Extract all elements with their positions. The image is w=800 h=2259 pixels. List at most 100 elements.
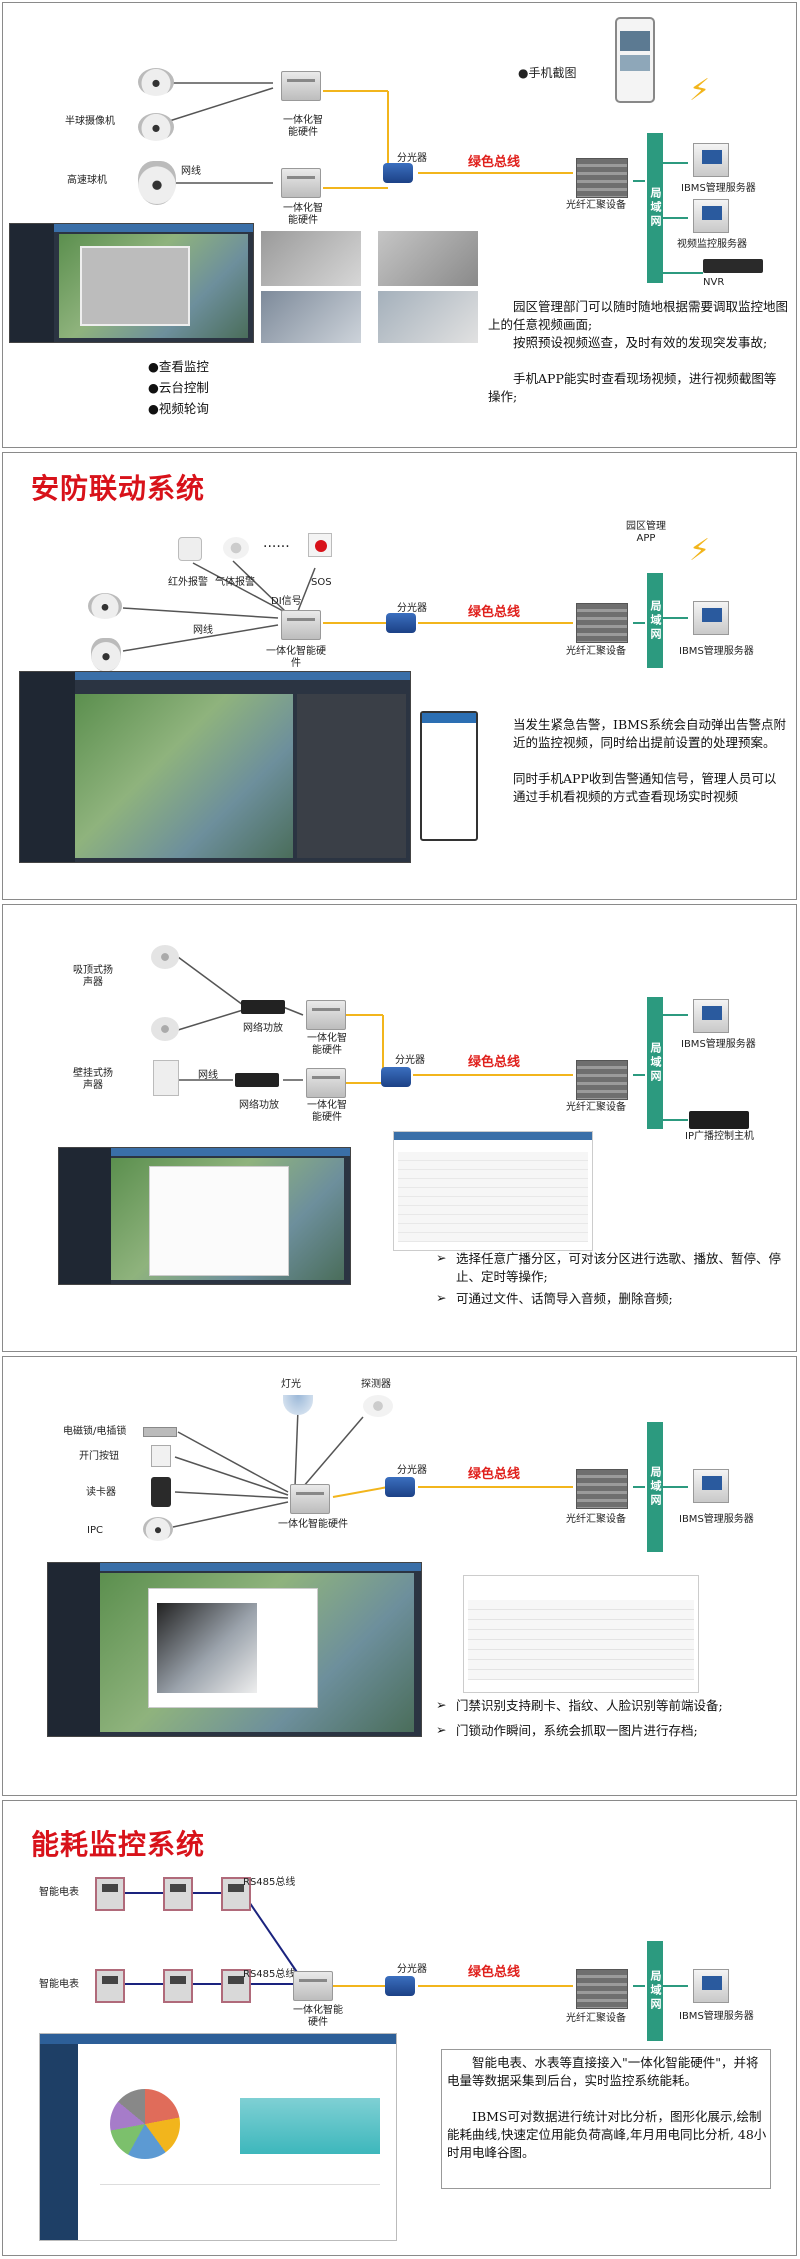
exit-button-label: 开门按钮 <box>79 1451 119 1462</box>
sos-button-icon <box>308 533 332 557</box>
bullet-text: 可通过文件、话筒导入音频，删除音频; <box>456 1291 673 1306</box>
ipc-camera-icon <box>143 1517 173 1541</box>
lightning-icon: ⚡ <box>689 73 711 108</box>
splitter-icon <box>385 1976 415 1996</box>
splitter-icon <box>383 163 413 183</box>
splitter-label: 分光器 <box>395 1055 425 1066</box>
camera-view-4 <box>378 291 478 343</box>
diagram-lines-2 <box>122 560 688 652</box>
wall-speaker-icon <box>153 1060 179 1096</box>
magnetic-lock-icon <box>143 1427 177 1437</box>
pie-chart-thumbnail <box>110 2089 180 2159</box>
video-server-icon <box>693 199 729 233</box>
lan-bar: 局域网 <box>647 133 663 283</box>
network-amplifier-icon <box>235 1073 279 1087</box>
splitter-label: 分光器 <box>397 603 427 614</box>
lan-bar: 局域网 <box>647 997 663 1129</box>
diagram-lines-4 <box>172 1408 688 1528</box>
feature-item: ●云台控制 <box>148 380 209 395</box>
description-paragraph: 同时手机APP收到告警通知信号，管理人员可以通过手机看视频的方式查看现场实时视频 <box>513 771 777 804</box>
fiber-switch-label: 光纤汇聚设备 <box>566 2013 626 2024</box>
rs485-bus-label: RS485总线 <box>243 1969 296 1980</box>
ceiling-speaker-icon <box>151 1017 179 1041</box>
ptz-camera-label: 高速球机 <box>67 175 107 186</box>
access-control-screenshot <box>47 1562 422 1737</box>
splitter-label: 分光器 <box>397 153 427 164</box>
feature-item: ●查看监控 <box>148 359 209 374</box>
monitor-screenshot-main <box>9 223 254 343</box>
green-bus-label: 绿色总线 <box>468 1055 521 1070</box>
fiber-switch-icon <box>576 158 628 198</box>
ptz-camera-icon <box>138 161 176 205</box>
lan-bar: 局域网 <box>647 573 663 668</box>
smart-meter-icon <box>163 1877 193 1911</box>
ibms-server-label: IBMS管理服务器 <box>679 2011 754 2022</box>
smart-hardware-label: 一体化智能硬件 <box>283 115 323 138</box>
sos-label: SOS <box>311 577 332 588</box>
light-label: 灯光 <box>281 1379 301 1390</box>
ibms-server-icon <box>693 601 729 635</box>
smart-meter-icon <box>95 1877 125 1911</box>
smart-hardware-icon <box>306 1000 346 1030</box>
nvr-icon <box>703 259 763 273</box>
dots-label: ······ <box>263 539 290 555</box>
ibms-server-icon <box>693 1969 729 2003</box>
camera-view-3 <box>378 231 478 286</box>
ibms-server-label: IBMS管理服务器 <box>681 183 756 194</box>
bullet-text: 选择任意广播分区，可对该分区进行选歌、播放、暂停、停止、定时等操作; <box>456 1251 782 1284</box>
fiber-switch-icon <box>576 1469 628 1509</box>
lan-bar: 局域网 <box>647 1941 663 2041</box>
dome-camera-icon <box>138 68 174 96</box>
description-box <box>441 2049 771 2189</box>
detector-icon <box>363 1395 393 1417</box>
dome-camera-icon <box>88 593 122 619</box>
gas-alarm-icon <box>223 537 249 559</box>
ibms-server-label: IBMS管理服务器 <box>679 646 754 657</box>
network-amplifier-icon <box>241 1000 285 1014</box>
smart-hardware-label: 一体化智能硬件 <box>283 203 323 226</box>
splitter-icon <box>385 1477 415 1497</box>
description-paragraph: 手机APP能实时查看现场视频，进行视频截图等操作; <box>488 371 777 404</box>
panel-video-surveillance: 半球摄像机 高速球机 网线 一体化智能硬件 一体化智能硬件 分光器 绿色总线 光… <box>2 2 797 448</box>
diagram-lines-3 <box>177 956 688 1121</box>
ibms-server-label: IBMS管理服务器 <box>679 1514 754 1525</box>
smart-meter-icon <box>221 1969 251 2003</box>
diagram-lines-1 <box>162 82 703 274</box>
phone-alarm-screenshot <box>420 711 478 841</box>
panel-security-linkage: 安防联动系统 ······ 红外报警 气体报警 SOS DI信号 网线 一体化智… <box>2 452 797 900</box>
arrow-bullet-icon: ➢ <box>436 1722 447 1737</box>
feature-item: ●视频轮询 <box>148 401 209 416</box>
smart-hardware-label: 一体化智能硬件 <box>293 2005 343 2028</box>
section-title: 能耗监控系统 <box>31 1828 206 1861</box>
smart-hardware-icon <box>293 1971 333 2001</box>
fiber-switch-label: 光纤汇聚设备 <box>566 200 626 211</box>
energy-dashboard-screenshot <box>39 2033 397 2241</box>
ibms-server-icon <box>693 143 729 177</box>
green-bus-label: 绿色总线 <box>468 605 521 620</box>
camera-view-1 <box>261 231 361 286</box>
phone-screenshot-label: ●手机截图 <box>518 66 577 80</box>
panel-access-control: 灯光 探测器 电磁锁/电插锁 开门按钮 读卡器 IPC 一体化智能硬件 分光器 … <box>2 1356 797 1796</box>
di-signal-label: DI信号 <box>271 596 302 607</box>
description-paragraph: 智能电表、水表等直接接入"一体化智能硬件"，并将电量等数据采集到后台，实时监控系… <box>447 2055 759 2088</box>
green-bus-label: 绿色总线 <box>468 1467 521 1482</box>
fiber-switch-label: 光纤汇聚设备 <box>566 1514 626 1525</box>
nvr-label: NVR <box>703 277 725 288</box>
green-bus-label: 绿色总线 <box>468 1965 521 1980</box>
ibms-server-icon <box>693 999 729 1033</box>
lightning-icon: ⚡ <box>689 533 711 568</box>
phone-screenshot <box>615 17 655 103</box>
wall-speaker-label: 壁挂式扬声器 <box>73 1068 113 1091</box>
description-paragraph: 按照预设视频巡查，及时有效的发现突发事故; <box>513 335 768 350</box>
ip-broadcast-host-label: IP广播控制主机 <box>685 1131 754 1142</box>
ibms-server-icon <box>693 1469 729 1503</box>
magnetic-lock-label: 电磁锁/电插锁 <box>63 1426 127 1437</box>
fiber-switch-icon <box>576 603 628 643</box>
green-bus-label: 绿色总线 <box>468 155 521 170</box>
smart-hardware-icon <box>306 1068 346 1098</box>
splitter-icon <box>381 1067 411 1087</box>
line-chart-thumbnail <box>240 2084 380 2154</box>
fiber-switch-label: 光纤汇聚设备 <box>566 1102 626 1113</box>
description-paragraph: 园区管理部门可以随时随地根据需要调取监控地图上的任意视频画面; <box>488 299 789 332</box>
ir-alarm-icon <box>178 537 202 561</box>
